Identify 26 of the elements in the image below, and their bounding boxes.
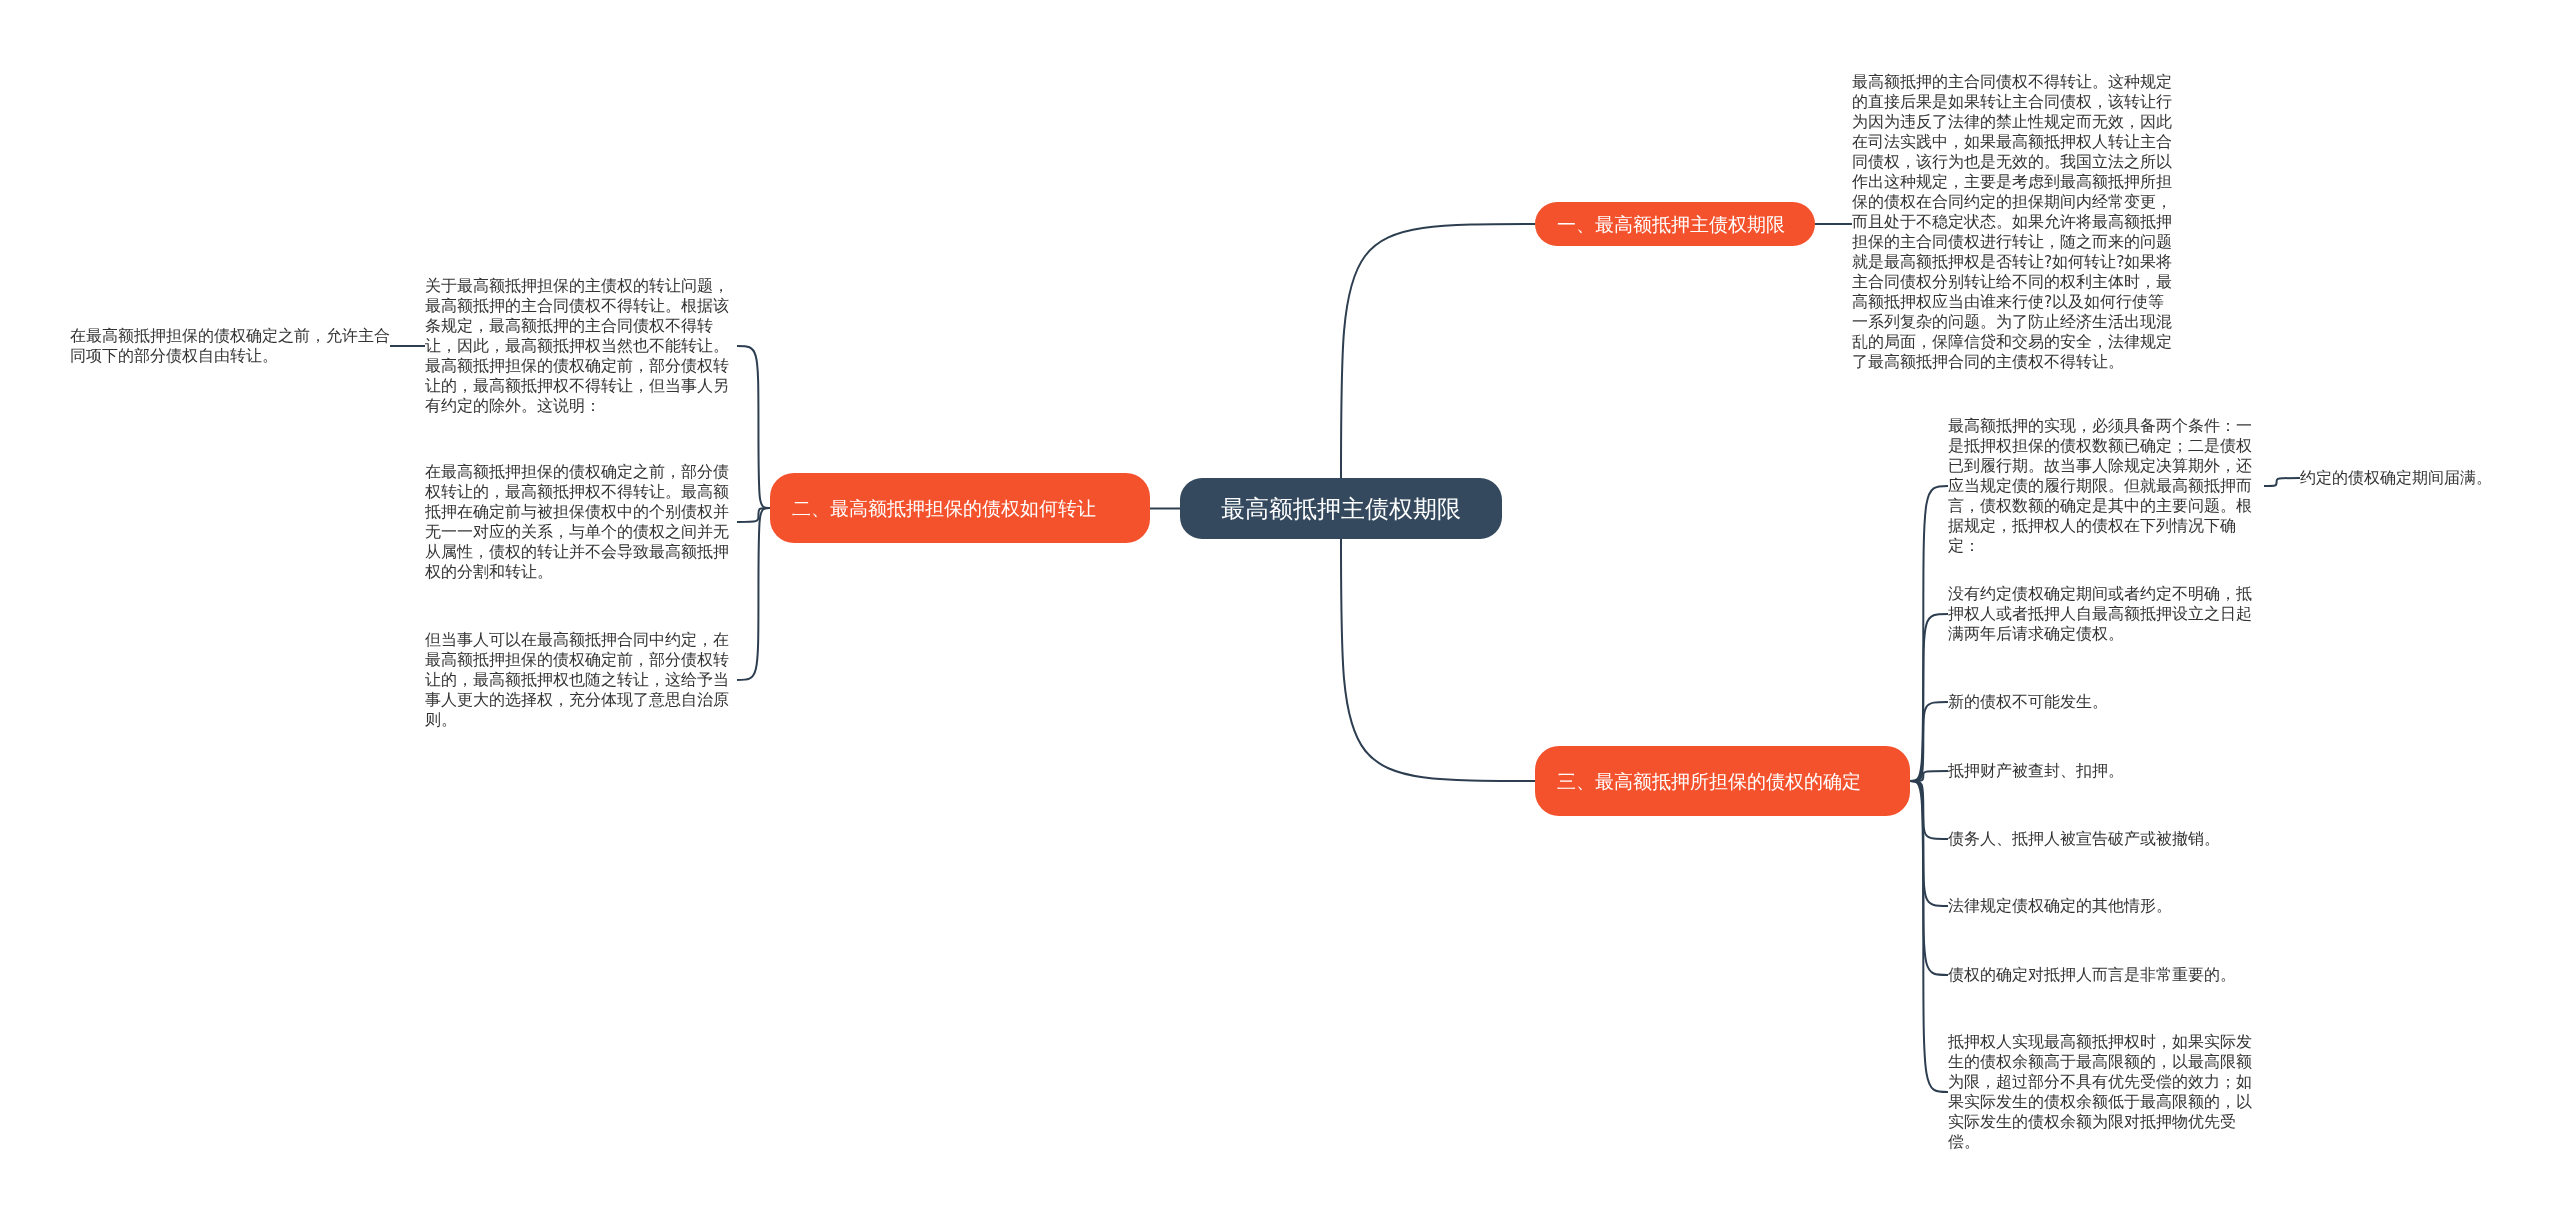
connector-line [736, 507, 771, 681]
connector-line [1149, 507, 1181, 510]
central-topic: 最高额抵押主债权期限 [1180, 478, 1502, 539]
topic-text: 关于最高额抵押担保的主债权的转让问题，最高额抵押的主合同债权不得转让。根据该条规定，最高额抵押的主合同债权不得转让，因此，最高额抵押权当然也不能转让。最高额抵押担保的债权确定前，部分债权转让的，最高额抵押权不得转让，但当事人另有约定的除外。这说明： [425, 276, 737, 416]
topic-text: 法律规定债权确定的其他情形。 [1948, 896, 2264, 916]
topic-text: 在最高额抵押担保的债权确定之前，部分债权转让的，最高额抵押权不得转让。最高额抵押在确定前与被担保债权中的个别债权并无一一对应的关系，与单个的债权之间并无从属性，债权的转让并不会导致最高额抵押权的分割和转让。 [425, 462, 737, 582]
topic-text: 抵押权人实现最高额抵押权时，如果实际发生的债权余额高于最高限额的，以最高限额为限，超过部分不具有优先受偿的效力；如果实际发生的债权余额低于最高限额的，以实际发生的债权余额为限对抵押物优先受偿。 [1948, 1032, 2264, 1152]
connector-line [1814, 223, 1853, 225]
topic-text: 债权的确定对抵押人而言是非常重要的。 [1948, 965, 2264, 985]
topic-box: 一、最高额抵押主债权期限 [1535, 202, 1815, 246]
connector-line [389, 345, 426, 347]
topic-text: 没有约定债权确定期间或者约定不明确，抵押权人或者抵押人自最高额抵押设立之日起满两年后请求确定债权。 [1948, 584, 2264, 644]
topic-text: 最高额抵押的主合同债权不得转让。这种规定的直接后果是如果转让主合同债权，该转让行为因为违反了法律的禁止性规定而无效，因此在司法实践中，如果最高额抵押权人转让主合同债权，该行为也是无效的。我国立法之所以作出这种规定，主要是考虑到最高额抵押所担保的债权在合同约定的担保期间内经常变更，而且处于不稳定状态。如果允许将最高额抵押担保的主合同债权进行转让，随之而来的问题就是最高额抵押权是否转让?如何转让?如果将主合同债权分别转让给不同的权利主体时，最高额抵押权应当由谁来行使?以及如何行使等一系列复杂的问题。为了防止经济生活出现混乱的局面，保障信贷和交易的安全，法律规定了最高额抵押合同的主债权不得转让。 [1852, 72, 2180, 372]
connector-line [1909, 780, 1949, 1093]
topic-text: 在最高额抵押担保的债权确定之前，允许主合同项下的部分债权自由转让。 [70, 326, 390, 366]
topic-text: 新的债权不可能发生。 [1948, 692, 2264, 712]
topic-text: 债务人、抵押人被宣告破产或被撤销。 [1948, 829, 2264, 849]
topic-text: 最高额抵押的实现，必须具备两个条件：一是抵押权担保的债权数额已确定；二是债权已到履行期。故当事人除规定决算期外，还应当规定债的履行期限。但就最高额抵押而言，债权数额的确定是其中的主要问题。根据规定，抵押权人的债权在下列情况下确定： [1948, 416, 2264, 556]
connector-line [1340, 223, 1536, 479]
connector-line [1340, 538, 1536, 782]
topic-text: 约定的债权确定期间届满。 [2300, 468, 2520, 488]
topic-box: 三、最高额抵押所担保的债权的确定 [1535, 746, 1910, 816]
topic-text: 但当事人可以在最高额抵押合同中约定，在最高额抵押担保的债权确定前，部分债权转让的，最高额抵押权也随之转让，这给予当事人更大的选择权，充分体现了意思自治原则。 [425, 630, 737, 730]
topic-box: 二、最高额抵押担保的债权如何转让 [770, 473, 1150, 543]
topic-text: 抵押财产被查封、扣押。 [1948, 761, 2264, 781]
connector-line [2263, 477, 2301, 487]
